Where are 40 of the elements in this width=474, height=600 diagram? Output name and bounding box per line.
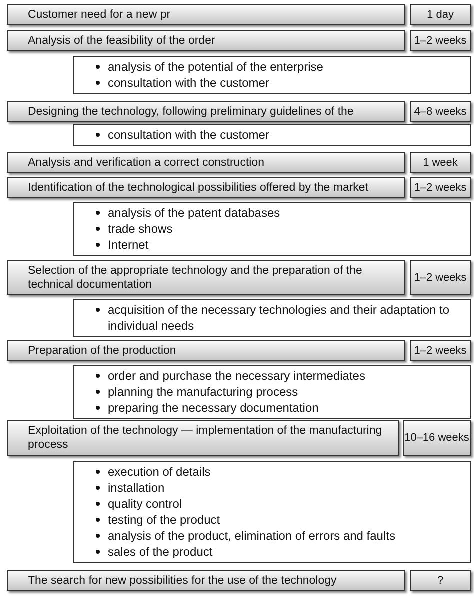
bullet-list-box [73,124,471,146]
bullet-item: consultation with the customer [108,76,270,90]
stage-box: The search for new possibilities for the use of the technology [7,570,405,591]
bullet-item: analysis of the potential of the enterprise [108,60,324,74]
duration-box: 4–8 weeks [410,101,471,122]
bullet-item: analysis of the patent databases [108,206,280,220]
bullet-item: planning the manufacturing process [108,385,298,399]
bullet-item: execution of details [108,465,211,479]
bullet-item: analysis of the product, elimination of errors and faults [108,529,396,543]
bullet-item: quality control [108,497,182,511]
bullet-list-box [73,461,471,563]
duration-box: 1 day [410,4,471,25]
duration-box: 1–2 weeks [410,340,471,361]
bullet-list-box [73,56,471,94]
bullet-list-box [73,202,471,256]
bullet-item: consultation with the customer [108,128,270,142]
bullet-item: acquisition of the necessary technologies and their adaptation to individual needs [108,303,450,333]
duration-box: 1–2 weeks [410,177,471,198]
bullet-list-box [73,299,471,337]
bullet-item: installation [108,481,165,495]
bullet-list-box [73,365,471,419]
stage-box: Exploitation of the technology — implementation of the manufacturing process [7,420,399,456]
duration-box: 10–16 weeks [403,420,471,456]
bullet-item: sales of the product [108,545,213,559]
stage-box: Preparation of the production [7,340,405,361]
duration-box: ? [410,570,471,591]
stage-box: Designing the technology, following preliminary guidelines of the [7,101,405,122]
bullet-item: Internet [108,238,149,252]
stage-box: Analysis and verification a correct construction [7,152,405,173]
duration-box: 1 week [410,152,471,173]
bullet-item: order and purchase the necessary intermediates [108,369,366,383]
bullet-item: testing of the product [108,513,220,527]
bullet-item: trade shows [108,222,173,236]
duration-box: 1–2 weeks [410,260,471,295]
duration-box: 1–2 weeks [410,30,471,51]
bullet-item: preparing the necessary documentation [108,401,319,415]
stage-box: Selection of the appropriate technology and the preparation of the technical documentation [7,260,405,295]
stage-box: Identification of the technological possibilities offered by the market [7,177,405,198]
stage-box: Analysis of the feasibility of the order [7,30,405,51]
stage-box: Customer need for a new pr [7,4,405,25]
